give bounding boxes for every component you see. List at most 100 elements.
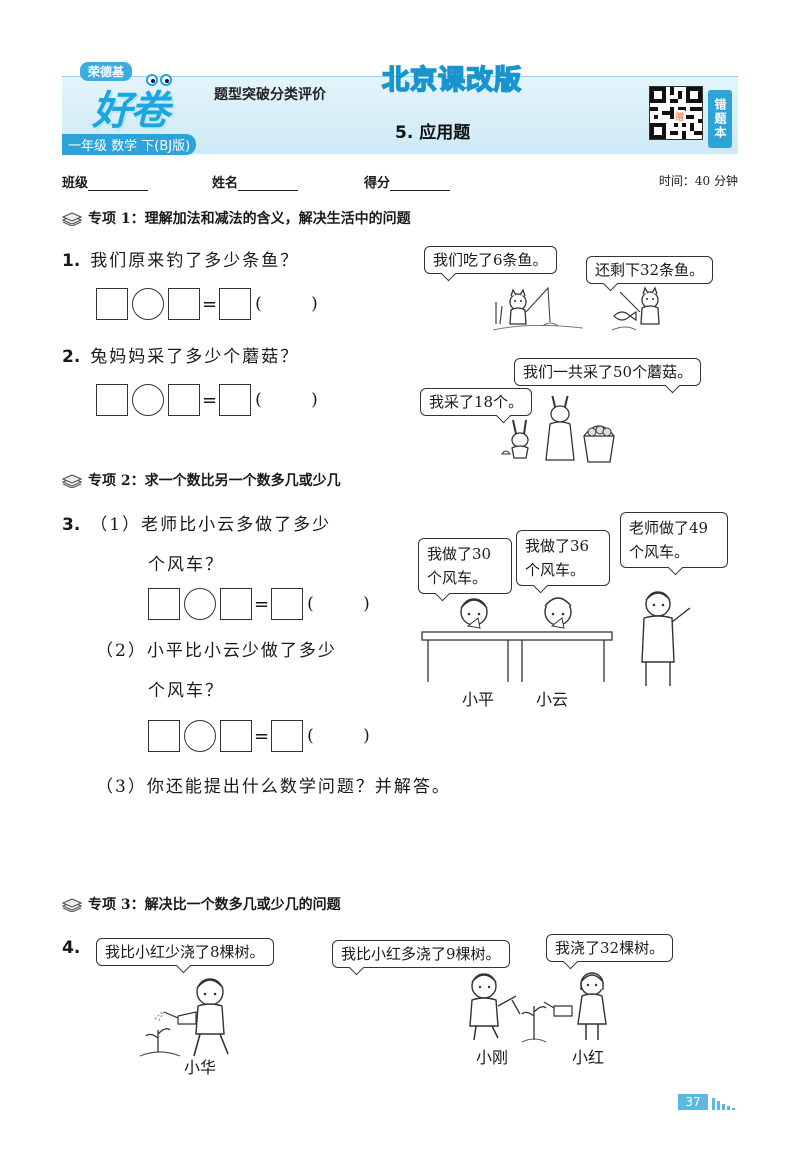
part-label: （2） <box>96 641 147 661</box>
logo-text: 好卷 <box>92 88 170 134</box>
children-watering-icon <box>469 972 607 1043</box>
class-field: 班级 <box>62 172 149 191</box>
student-name-label: 小刚 <box>476 1048 509 1067</box>
operand-box[interactable] <box>168 288 200 320</box>
book-stack-icon <box>62 212 82 226</box>
logo-eyes-icon <box>146 74 174 88</box>
equals-sign: = <box>254 593 270 615</box>
question-2-number: 2. <box>62 347 81 367</box>
section-1-title: 专项 1：理解加法和减法的含义，解决生活中的问题 <box>88 211 411 227</box>
speech-bubble: 我采了18个。 <box>420 388 533 417</box>
speech-bubble: 我浇了32棵树。 <box>546 934 674 963</box>
score-field: 得分 <box>364 172 451 191</box>
question-1-number: 1. <box>62 251 81 271</box>
speech-bubble: 我做了30个风车。 <box>418 538 512 594</box>
rabbits-mushrooms-icon <box>501 396 615 463</box>
part-label: （1） <box>90 515 142 535</box>
question-3-number: 3. <box>62 515 81 535</box>
equation-q2: = ( ) <box>96 384 340 416</box>
student-name-label: 小云 <box>536 690 569 709</box>
student-info-row: 班级 姓名 得分 时间：40 分钟 <box>62 172 738 194</box>
name-label: 姓名 <box>212 176 239 191</box>
equation-q3-2: = ( ) <box>148 720 392 752</box>
equation-q1: = ( ) <box>96 288 340 320</box>
operator-circle[interactable] <box>184 720 216 752</box>
class-input[interactable] <box>88 177 149 191</box>
question-3-part-1: 3. （1）老师比小云多做了多少 <box>62 510 331 535</box>
operand-box[interactable] <box>168 384 200 416</box>
name-input[interactable] <box>238 177 299 191</box>
speech-bubble: 我们吃了6条鱼。 <box>424 246 557 275</box>
operand-box[interactable] <box>220 720 252 752</box>
part-2-text: 小平比小云少做了多少 <box>146 641 337 661</box>
question-4: 4. <box>62 938 90 958</box>
speech-bubble: 老师做了49个风车。 <box>620 512 728 568</box>
header-banner: 荣德基 好卷 一年级 数学 下(BJ版) 题型突破分类评价 北京课改版 5. 应… <box>62 58 738 155</box>
logo-brand: 荣德基 <box>80 62 133 81</box>
unit-blank[interactable]: ( ) <box>255 294 340 314</box>
operand-box[interactable] <box>220 588 252 620</box>
result-box[interactable] <box>271 720 304 752</box>
part-label: （3） <box>96 777 147 797</box>
question-3-part-1-line-2: 个风车？ <box>148 555 224 575</box>
student-name-label: 小平 <box>462 690 495 709</box>
section-1-header: 专项 1：理解加法和减法的含义，解决生活中的问题 <box>62 208 411 228</box>
operand-box[interactable] <box>148 720 180 752</box>
section-3-title: 专项 3：解决比一个数多几或少几的问题 <box>88 897 341 913</box>
result-box[interactable] <box>219 288 252 320</box>
operator-circle[interactable] <box>132 288 164 320</box>
score-input[interactable] <box>390 177 451 191</box>
grade-label: 一年级 数学 下(BJ版) <box>62 134 197 155</box>
speech-bubble: 我们一共采了50个蘑菇。 <box>514 358 702 387</box>
operand-box[interactable] <box>96 288 128 320</box>
equation-q3-1: = ( ) <box>148 588 392 620</box>
section-2-title: 专项 2：求一个数比另一个数多几或少几 <box>88 473 341 489</box>
speech-bubble: 我比小红少浇了8棵树。 <box>96 938 274 967</box>
speech-bubble: 我比小红多浇了9棵树。 <box>332 940 510 969</box>
student-name-label: 小华 <box>184 1058 217 1077</box>
classroom-icon <box>421 591 691 686</box>
page-number: 37 <box>678 1094 708 1110</box>
result-box[interactable] <box>219 384 252 416</box>
student-name-label: 小红 <box>572 1048 605 1067</box>
equals-sign: = <box>202 389 218 411</box>
page-bars-icon <box>712 1098 735 1110</box>
question-3-part-2-line-2: 个风车？ <box>148 681 224 701</box>
unit-blank[interactable]: ( ) <box>307 726 392 746</box>
operator-circle[interactable] <box>184 588 216 620</box>
name-field: 姓名 <box>212 172 299 191</box>
edition-title: 北京课改版 <box>381 64 522 97</box>
part-3-text: 你还能提出什么数学问题？并解答。 <box>146 777 451 797</box>
section-3-header: 专项 3：解决比一个数多几或少几的问题 <box>62 894 341 914</box>
time-limit: 时间：40 分钟 <box>658 174 738 188</box>
question-2: 2. 兔妈妈采了多少个蘑菇？ <box>62 342 299 367</box>
cat-fishing-icon <box>492 286 584 331</box>
question-1: 1. 我们原来钓了多少条鱼？ <box>62 246 299 271</box>
part-1-text: 老师比小云多做了多少 <box>141 515 332 535</box>
unit-blank[interactable]: ( ) <box>255 390 340 410</box>
speech-bubble: 我做了36个风车。 <box>516 530 610 586</box>
speech-bubble: 还剩下32条鱼。 <box>586 256 714 285</box>
error-book-tag[interactable]: 错题本 <box>708 90 732 148</box>
operator-circle[interactable] <box>132 384 164 416</box>
score-label: 得分 <box>364 176 391 191</box>
class-label: 班级 <box>62 176 89 191</box>
equals-sign: = <box>254 725 270 747</box>
question-4-number: 4. <box>62 938 81 958</box>
question-3-part-3: （3）你还能提出什么数学问题？并解答。 <box>96 772 451 797</box>
operand-box[interactable] <box>148 588 180 620</box>
book-stack-icon <box>62 474 82 488</box>
question-3-part-2: （2）小平比小云少做了多少 <box>96 636 337 661</box>
question-2-text: 兔妈妈采了多少个蘑菇？ <box>90 347 300 367</box>
type-label: 题型突破分类评价 <box>214 87 326 103</box>
boy-watering-icon <box>139 978 229 1057</box>
result-box[interactable] <box>271 588 304 620</box>
question-1-text: 我们原来钓了多少条鱼？ <box>90 251 300 271</box>
equals-sign: = <box>202 293 218 315</box>
chapter-title: 5. 应用题 <box>395 123 471 143</box>
book-stack-icon <box>62 898 82 912</box>
logo: 荣德基 好卷 一年级 数学 下(BJ版) <box>62 62 214 155</box>
operand-box[interactable] <box>96 384 128 416</box>
unit-blank[interactable]: ( ) <box>307 594 392 614</box>
section-2-header: 专项 2：求一个数比另一个数多几或少几 <box>62 470 341 490</box>
